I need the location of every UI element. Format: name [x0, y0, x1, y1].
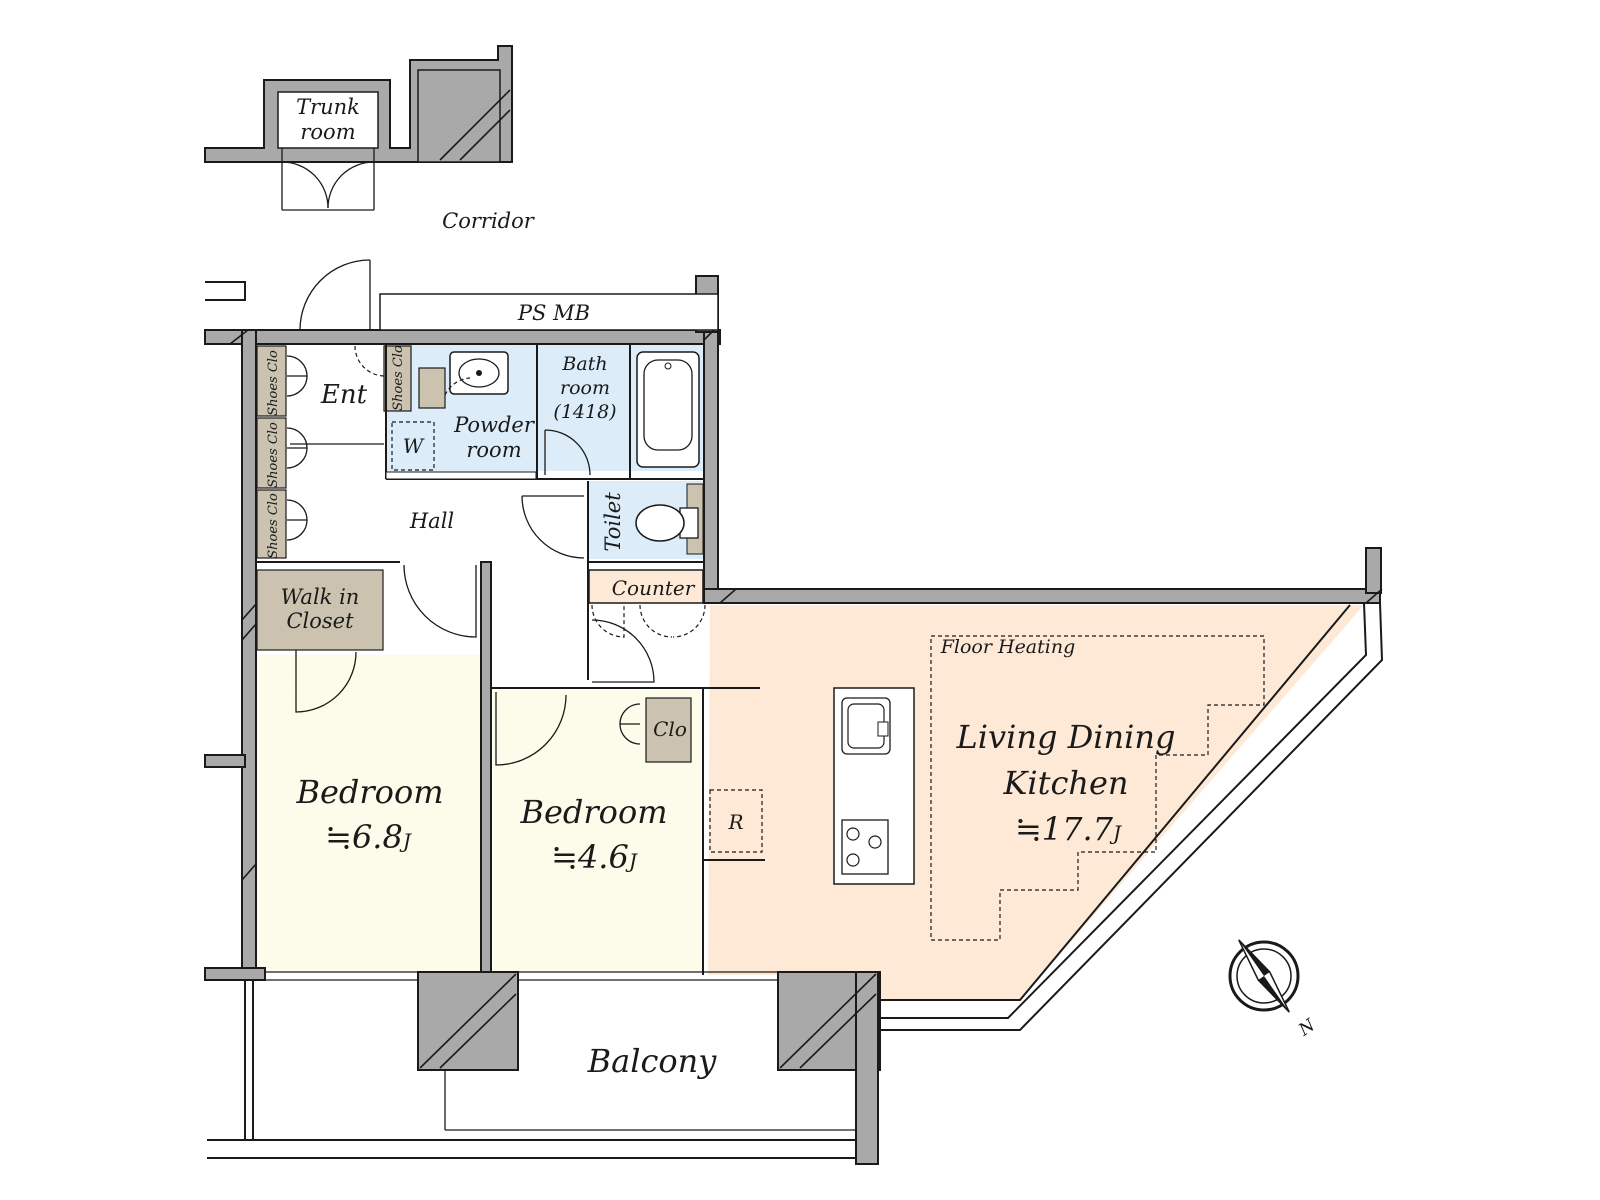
wall-ldk-post — [1365, 547, 1382, 594]
ldk-label: Living Dining — [956, 718, 1176, 756]
bath-label: Bath — [561, 353, 607, 375]
trunk-room-block: Trunk room — [204, 45, 513, 211]
washer-label: W — [403, 434, 425, 458]
walk-in-closet-group: Walk in Closet — [281, 564, 477, 713]
shoes-clo-label-4: Shoes Clo — [391, 345, 406, 411]
walk-in-closet-label: Walk in — [281, 585, 360, 609]
bedroom-2-size: ≒4.6J — [551, 838, 638, 876]
bathtub-icon — [636, 351, 700, 468]
shoes-closet-1 — [256, 345, 287, 417]
corridor-label: Corridor — [442, 209, 536, 233]
ldk-label-2: Kitchen — [1002, 764, 1128, 802]
counter-label: Counter — [612, 576, 696, 600]
wall-top — [204, 329, 721, 345]
kitchen-sink-icon — [841, 697, 891, 755]
shoes-clo-label-3: Shoes Clo — [266, 493, 281, 559]
hall-label: Hall — [409, 509, 454, 533]
powder-room-label: Powder — [453, 413, 536, 437]
toilet-icon — [635, 504, 699, 542]
ldk-door — [591, 619, 655, 683]
powder-cabinet — [418, 367, 446, 409]
entrance-label: Ent — [320, 380, 368, 410]
bedroom-1-floor — [257, 655, 483, 971]
shoes-closet-4 — [383, 345, 412, 412]
bath-label-3: (1418) — [553, 401, 616, 423]
shoes-clo-label-1: Shoes Clo — [266, 350, 281, 416]
bathroom: Bath room (1418) — [553, 351, 700, 468]
shoe-closet-doors — [286, 345, 385, 541]
walk-in-closet — [256, 569, 384, 651]
bedroom-1-size: ≒6.8J — [325, 818, 412, 856]
bedroom-1-name: Bedroom — [295, 773, 443, 811]
bath-label-2: room — [560, 377, 610, 399]
shoes-clo-label-2: Shoes Clo — [266, 422, 281, 488]
walk-in-closet-label-2: Closet — [286, 609, 354, 633]
trunk-room-label: Trunk — [296, 95, 360, 119]
closet-label: Clo — [653, 717, 687, 741]
entrance-door: PS MB — [205, 259, 719, 331]
wall-bedroom-divider — [480, 561, 492, 973]
wall-bottom-left — [204, 967, 266, 981]
compass-north-label: N — [1294, 1015, 1319, 1041]
bedroom-2-name: Bedroom — [519, 793, 667, 831]
storage — [256, 345, 692, 763]
wall-ldk-top — [703, 588, 1381, 604]
powder-room: W Powder room — [385, 351, 591, 480]
balcony-right-wall — [855, 971, 879, 1165]
bedroom-2-closet — [645, 697, 692, 763]
bedroom-2-fixtures: Clo R — [495, 692, 763, 853]
shoes-closet-3 — [256, 489, 287, 559]
floor-heating-label: Floor Heating — [940, 636, 1076, 658]
compass-icon — [1228, 939, 1300, 1013]
toilet-room: Toilet — [521, 483, 704, 559]
ldk-size: ≒17.7J — [1015, 810, 1122, 848]
refrigerator-label: R — [727, 810, 743, 834]
shoes-closet-2 — [256, 417, 287, 489]
wall-left-stub — [204, 754, 246, 768]
floor-heating-outline — [930, 635, 1265, 941]
balcony-label: Balcony — [587, 1042, 718, 1080]
toilet-label: Toilet — [601, 492, 625, 552]
sink-icon — [449, 351, 509, 395]
stove-icon — [841, 819, 889, 875]
trunk-room-label-2: room — [300, 120, 355, 144]
ps-mb-label: PS MB — [517, 301, 590, 325]
counter-floor — [588, 569, 704, 604]
counter-doors — [591, 604, 706, 638]
walls — [204, 275, 1384, 1165]
kitchen-island — [833, 687, 915, 885]
powder-room-label-2: room — [466, 438, 521, 462]
wall-core-right — [703, 329, 719, 596]
wall-hatching — [229, 325, 1383, 1069]
